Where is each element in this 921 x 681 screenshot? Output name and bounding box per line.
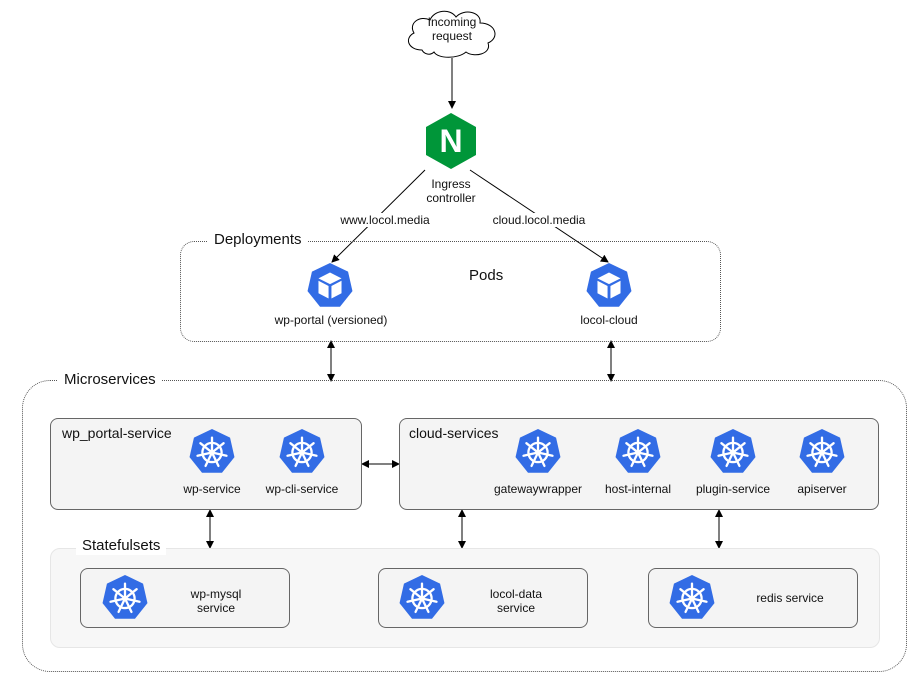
kubernetes-icon bbox=[188, 428, 236, 476]
kubernetes-icon bbox=[614, 428, 662, 476]
incoming-request-label: Incoming request bbox=[404, 15, 500, 43]
kubernetes-icon bbox=[709, 428, 757, 476]
kubernetes-icon bbox=[514, 428, 562, 476]
wp-mysql-label: wp-mysql service bbox=[166, 587, 266, 615]
host-internal-label: host-internal bbox=[604, 482, 672, 496]
incoming-line-1: Incoming bbox=[427, 15, 477, 29]
pods-label: Pods bbox=[469, 267, 504, 284]
route-label-www: www.locol.media bbox=[335, 213, 435, 227]
statefulsets-title: Statefulsets bbox=[76, 537, 167, 555]
svg-text:N: N bbox=[439, 123, 462, 159]
incoming-line-2: request bbox=[431, 29, 473, 43]
apiserver-label: apiserver bbox=[797, 482, 847, 496]
wp-mysql-line-2: service bbox=[196, 601, 235, 615]
route-label-cloud: cloud.locol.media bbox=[485, 213, 593, 227]
kubernetes-icon bbox=[278, 428, 326, 476]
deployments-title: Deployments bbox=[208, 231, 308, 249]
locol-data-line-1: locol-data bbox=[489, 587, 543, 601]
nginx-icon: N bbox=[426, 113, 476, 169]
cloud-shape bbox=[407, 10, 496, 58]
locol-data-line-2: service bbox=[496, 601, 535, 615]
microservices-title: Microservices bbox=[58, 371, 162, 389]
redis-label: redis service bbox=[740, 591, 840, 605]
cloud-services-title: cloud-services bbox=[409, 425, 499, 441]
microservices-group bbox=[22, 380, 907, 672]
ingress-line-1: Ingress bbox=[431, 177, 471, 191]
pod-locol-cloud-label: locol-cloud bbox=[580, 313, 638, 327]
deployments-group bbox=[180, 241, 721, 342]
redis-line-1: redis service bbox=[756, 591, 824, 605]
kubernetes-icon bbox=[101, 574, 149, 622]
pod-wp-portal-label: wp-portal (versioned) bbox=[274, 313, 388, 327]
pod-icon bbox=[585, 262, 633, 310]
ingress-label: Ingress controller bbox=[406, 177, 496, 205]
kubernetes-icon bbox=[668, 574, 716, 622]
wp-cli-service-label: wp-cli-service bbox=[265, 482, 339, 496]
plugin-service-label: plugin-service bbox=[695, 482, 771, 496]
pod-icon bbox=[306, 262, 354, 310]
ingress-line-2: controller bbox=[426, 191, 476, 205]
kubernetes-icon bbox=[798, 428, 846, 476]
kubernetes-icon bbox=[398, 574, 446, 622]
wp-portal-service-title: wp_portal-service bbox=[62, 425, 172, 441]
locol-data-label: locol-data service bbox=[466, 587, 566, 615]
gatewaywrapper-label: gatewaywrapper bbox=[493, 482, 583, 496]
wp-mysql-line-1: wp-mysql bbox=[190, 587, 242, 601]
wp-service-label: wp-service bbox=[183, 482, 241, 496]
